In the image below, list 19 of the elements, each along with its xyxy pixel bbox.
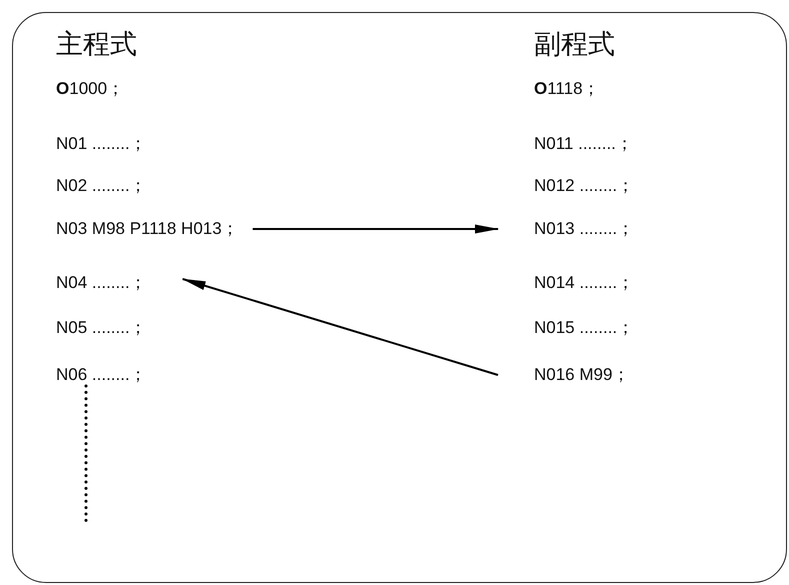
- arrow: [252, 224, 499, 234]
- arrow: [182, 278, 498, 376]
- code-line: N02 ........；: [56, 175, 147, 197]
- code-line: N016 M99；: [498, 364, 630, 386]
- code-line: N01 ........；: [56, 133, 147, 155]
- code-line: N04 ........；: [56, 272, 183, 294]
- code-line: N012 ........；: [534, 175, 634, 197]
- code-line: N013 ........；: [498, 218, 634, 240]
- heading: 主程式: [56, 28, 137, 60]
- code-line: N015 ........；: [534, 317, 634, 339]
- frame-box: [12, 12, 787, 583]
- code-line: O1118；: [534, 78, 600, 100]
- code-line: N06 ........；: [56, 364, 147, 386]
- code-line: N03 M98 P1118 H013；: [56, 218, 253, 240]
- code-line: N011 ........；: [534, 133, 633, 155]
- code-line: N05 ........；: [56, 317, 147, 339]
- code-line: N014 ........；: [534, 272, 634, 294]
- code-line: O1000；: [56, 78, 124, 100]
- heading: 副程式: [534, 28, 615, 60]
